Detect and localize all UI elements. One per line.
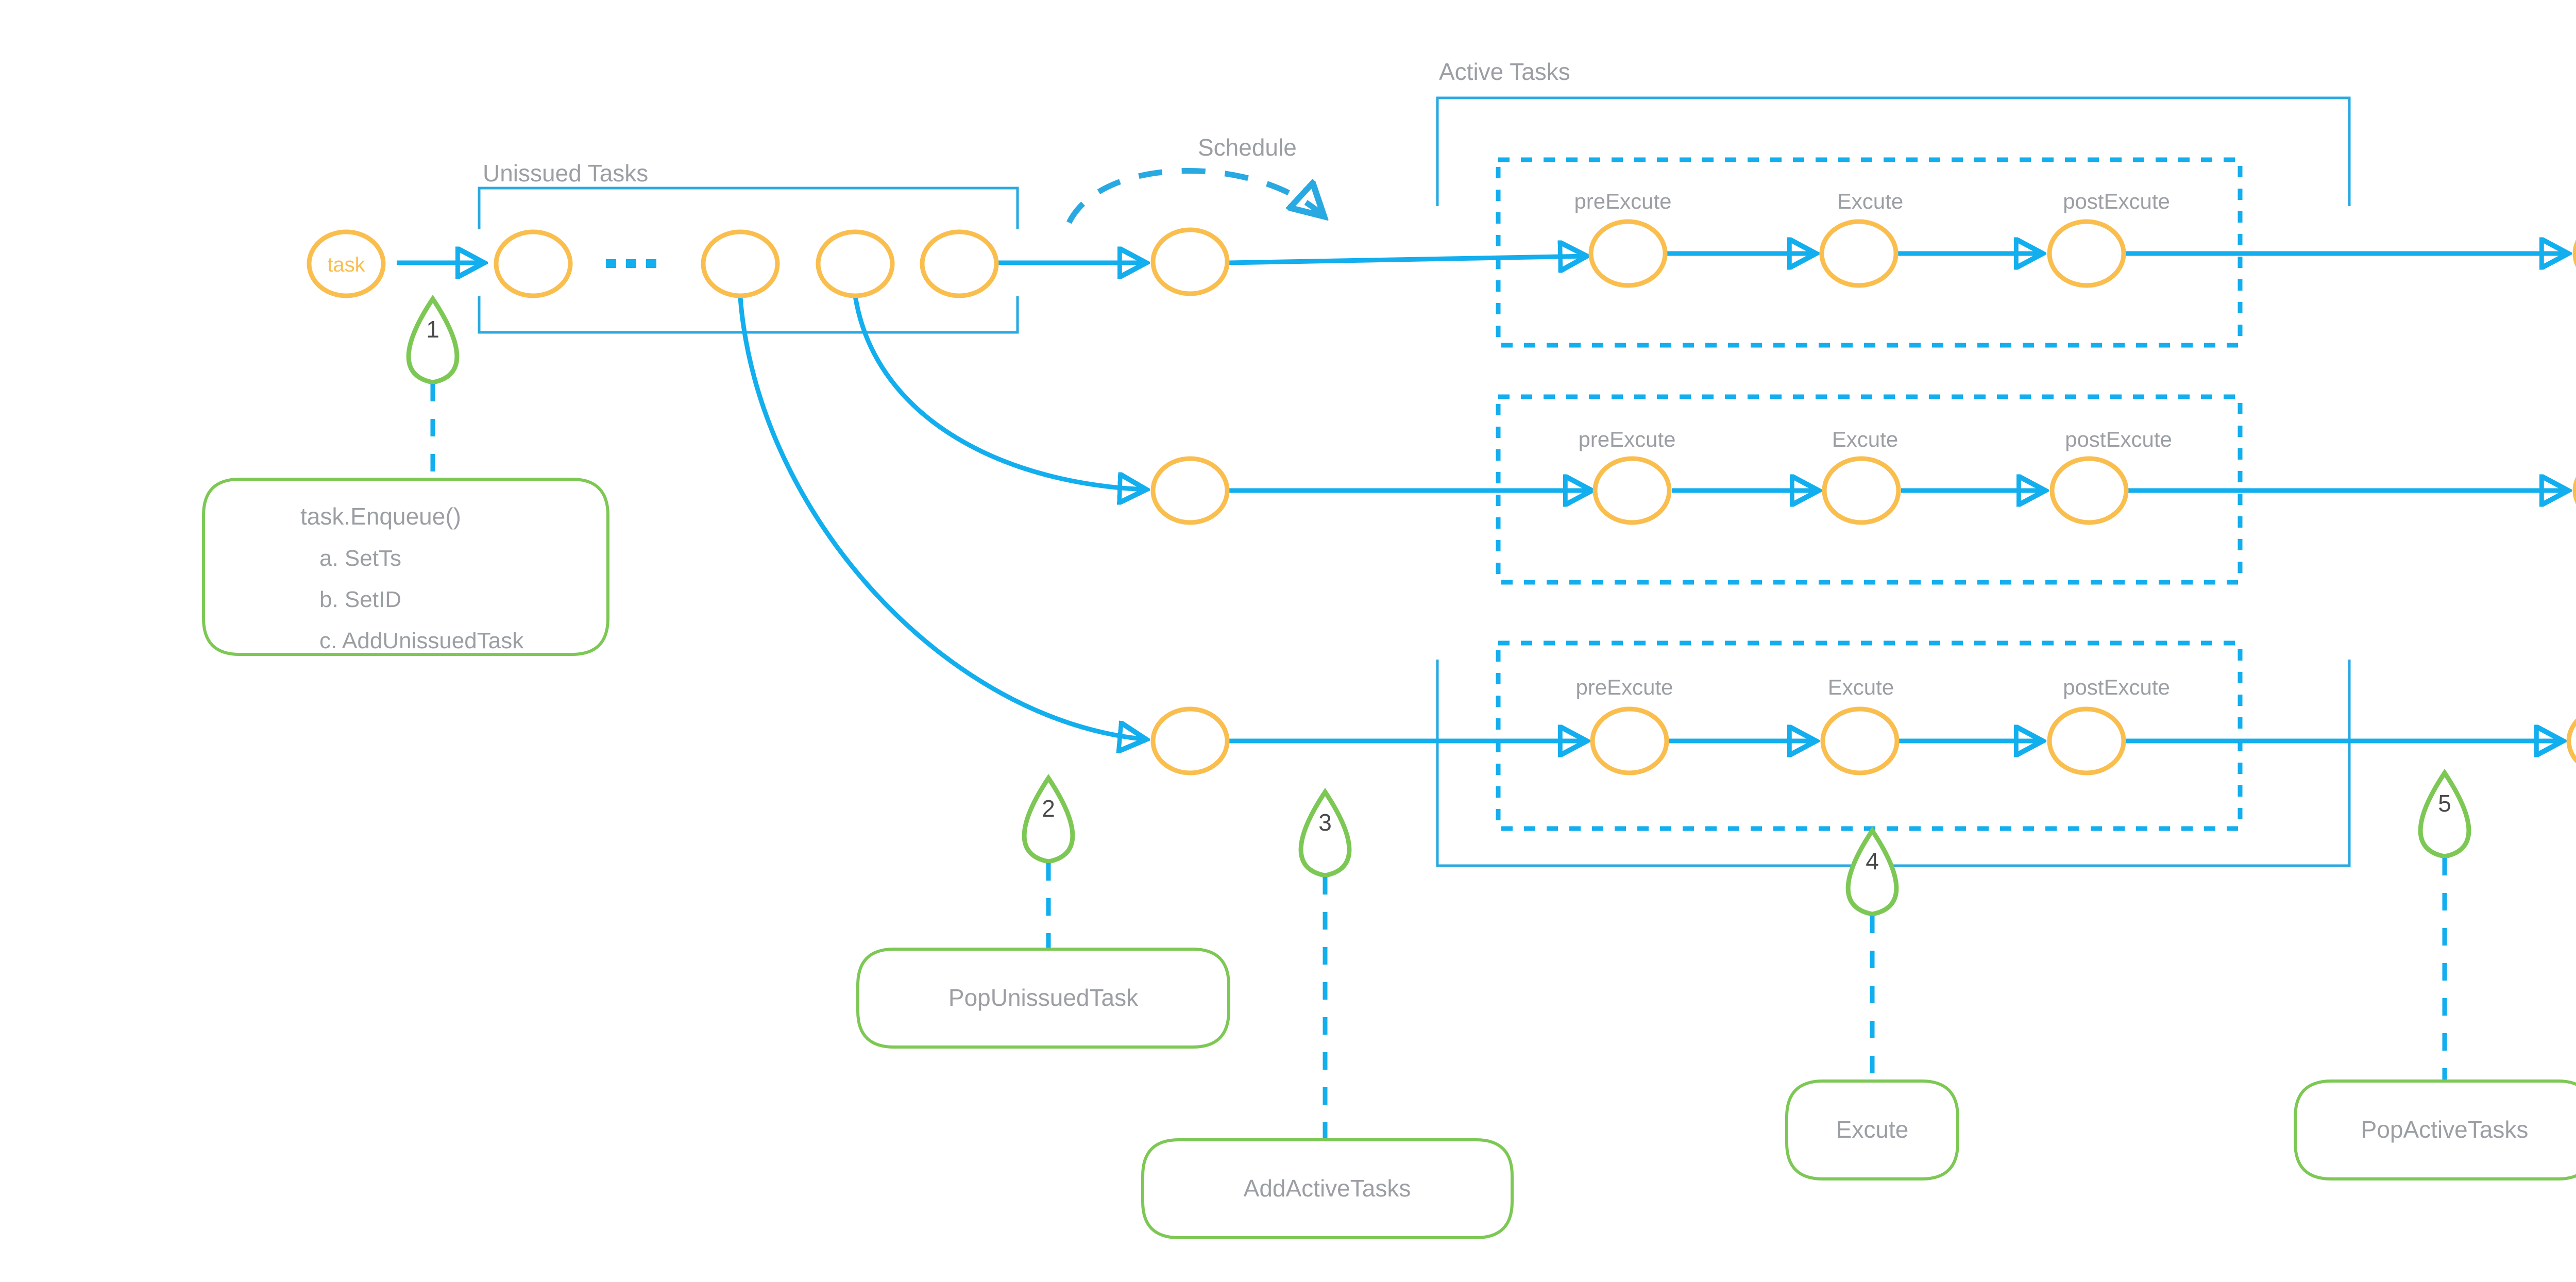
callout-excute-box [1785, 1079, 1959, 1180]
marker-1-number: 1 [426, 316, 439, 343]
marker-1[interactable]: 1 [406, 294, 460, 385]
label-preexcute-row3: preExcute [1575, 675, 1673, 699]
label-postexcute-row3: postExcute [2063, 675, 2170, 699]
flow-row1 [397, 254, 2568, 263]
label-preexcute-row1: preExcute [1574, 189, 1671, 213]
node-preexcute-row1[interactable] [1588, 219, 1668, 288]
callout-popunissuedtask-label: PopUnissuedTask [948, 984, 1139, 1011]
node-postexcute-row2[interactable] [2049, 456, 2129, 525]
execution-box-row2 [1496, 394, 2243, 585]
callout-addactivetasks-label: AddActiveTasks [1244, 1175, 1411, 1202]
node-excute-row3[interactable] [1820, 706, 1900, 775]
unissued-tasks-bracket [478, 187, 1019, 334]
node-scheduled-row1[interactable] [1150, 227, 1230, 296]
node-task-label: task [327, 254, 365, 276]
node-preexcute-row2[interactable] [1592, 456, 1672, 525]
label-schedule: Schedule [1198, 134, 1297, 161]
label-active-tasks: Active Tasks [1439, 58, 1570, 85]
callout-excute-label: Excute [1836, 1116, 1909, 1143]
marker-2-number: 2 [1042, 795, 1055, 822]
execution-box-row3 [1496, 640, 2243, 831]
marker-2[interactable]: 2 [1022, 773, 1075, 864]
node-unissued-3[interactable] [816, 229, 895, 298]
node-excute-row2[interactable] [1822, 456, 1901, 525]
label-excute-row1: Excute [1837, 189, 1903, 213]
queue-ellipsis-icon [606, 259, 656, 268]
node-done-row3[interactable] [2566, 709, 2576, 773]
callout-popunissuedtask-box [856, 948, 1230, 1049]
flow-row2 [853, 296, 2568, 491]
marker-3[interactable]: 3 [1298, 787, 1352, 878]
marker-5-number: 5 [2438, 790, 2451, 817]
node-unissued-4[interactable] [920, 229, 999, 298]
node-unissued-2[interactable] [701, 229, 780, 298]
node-excute-row1[interactable] [1819, 219, 1899, 288]
callout-popactivetasks-label: PopActiveTasks [2361, 1116, 2529, 1143]
callout-enqueue-item-c: c. AddUnissuedTask [319, 628, 524, 653]
callout-enqueue-title: task.Enqueue() [300, 503, 461, 530]
label-excute-row2: Excute [1832, 427, 1898, 451]
label-unissued-tasks: Unissued Tasks [483, 160, 648, 187]
node-preexcute-row3[interactable] [1590, 706, 1669, 775]
label-postexcute-row1: postExcute [2063, 189, 2170, 213]
execution-box-row1 [1496, 157, 2243, 348]
node-postexcute-row1[interactable] [2047, 219, 2126, 288]
callout-enqueue-item-b: b. SetID [319, 587, 401, 612]
marker-5[interactable]: 5 [2418, 768, 2471, 859]
node-postexcute-row3[interactable] [2047, 706, 2126, 775]
label-excute-row3: Excute [1828, 675, 1894, 699]
node-scheduled-row2[interactable] [1150, 456, 1230, 525]
marker-3-number: 3 [1318, 809, 1332, 836]
label-preexcute-row2: preExcute [1578, 427, 1675, 451]
flow-row3 [738, 297, 2563, 741]
callout-popactivetasks-box [2294, 1079, 2576, 1180]
schedule-arc-arrow [1066, 167, 1324, 224]
callout-enqueue-box [202, 478, 609, 656]
callout-enqueue-item-a: a. SetTs [319, 546, 401, 571]
node-unissued-1[interactable] [494, 229, 573, 298]
node-task-source[interactable] [307, 229, 386, 298]
label-postexcute-row2: postExcute [2065, 427, 2172, 451]
marker-4-number: 4 [1866, 848, 1879, 874]
node-scheduled-row3[interactable] [1150, 706, 1230, 775]
marker-4[interactable]: 4 [1845, 826, 1899, 917]
callout-addactivetasks-box [1141, 1138, 1514, 1239]
